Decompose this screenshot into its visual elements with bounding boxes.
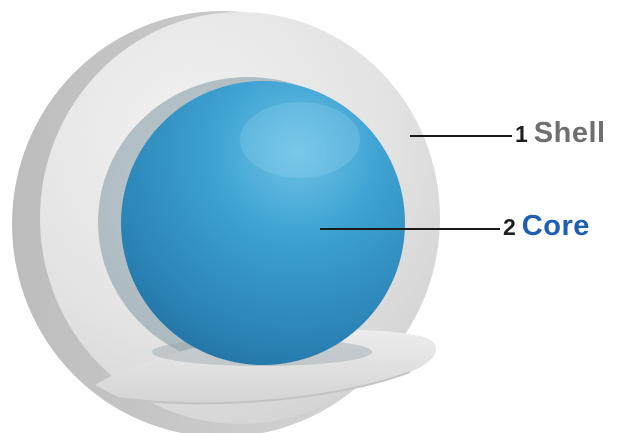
shell-callout: 1 Shell: [515, 117, 606, 150]
shell-label: Shell: [534, 117, 606, 150]
shell-number: 1: [515, 121, 528, 148]
core-callout: 2 Core: [503, 210, 590, 243]
core-highlight: [240, 102, 360, 178]
core-layer: [121, 81, 405, 366]
core-label: Core: [522, 210, 590, 243]
core-number: 2: [503, 214, 516, 241]
